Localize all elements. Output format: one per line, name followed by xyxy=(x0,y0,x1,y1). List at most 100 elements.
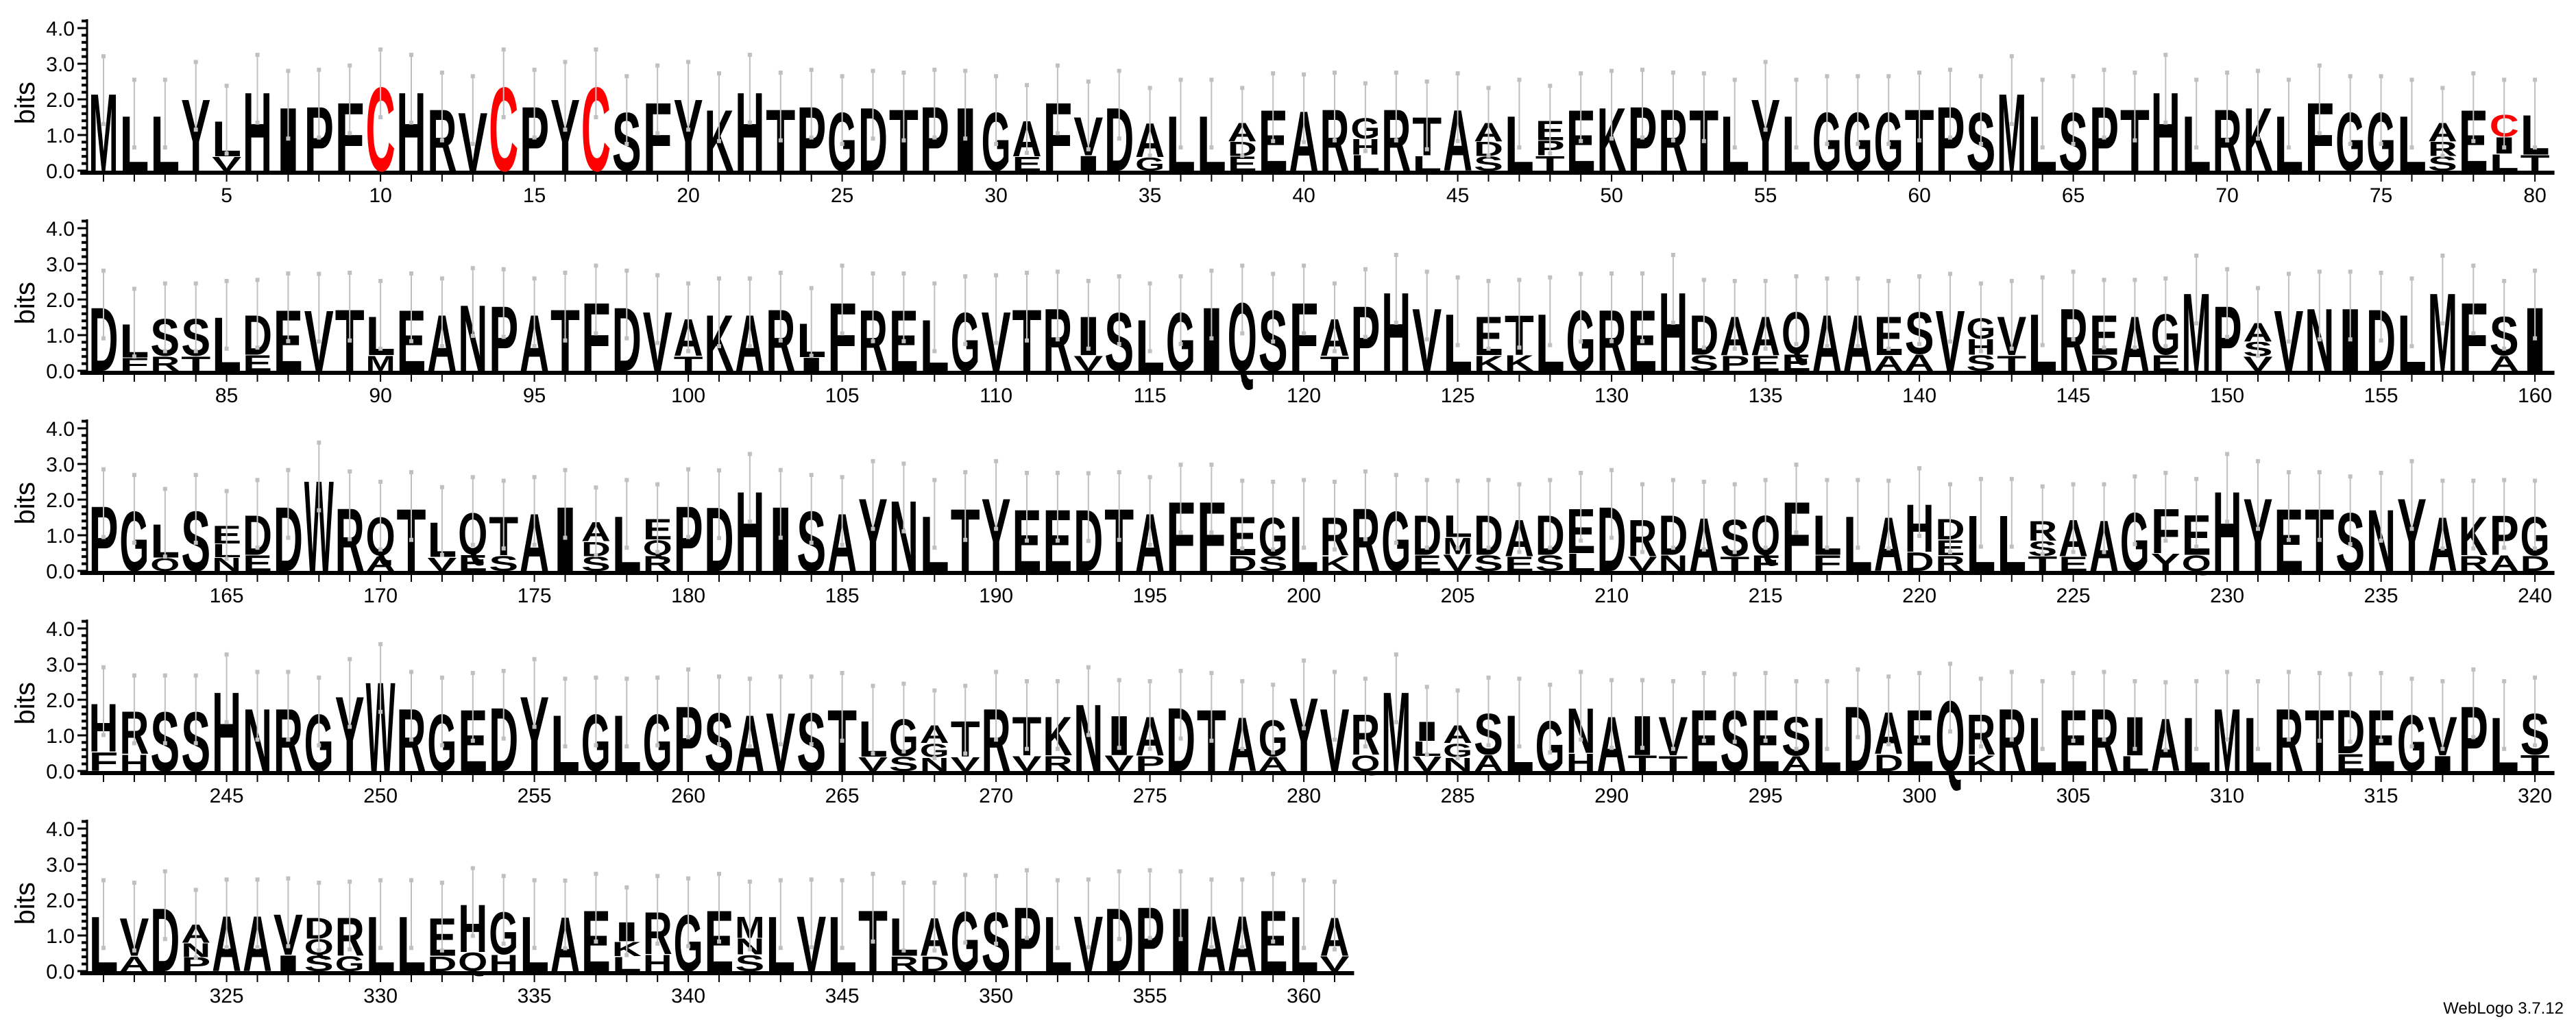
y-tick-label: 4.0 xyxy=(46,818,75,841)
x-tick-label: 360 xyxy=(1287,985,1321,1007)
error-bar-cap xyxy=(994,737,999,742)
error-bar-cap xyxy=(1825,478,1830,482)
error-bar-cap xyxy=(1271,71,1276,76)
error-bar-cap xyxy=(1147,678,1152,683)
y-axis-title: bits xyxy=(10,682,40,724)
error-bar-cap xyxy=(162,673,167,678)
error-bar-cap xyxy=(2440,678,2445,683)
error-bar-cap xyxy=(2533,268,2538,273)
error-bar-cap xyxy=(378,346,383,351)
x-tick-label: 320 xyxy=(2518,785,2552,807)
error-bar-cap xyxy=(994,74,999,79)
error-bar-cap xyxy=(1025,538,1029,543)
x-tick-label: 245 xyxy=(210,785,244,807)
error-bar-cap xyxy=(1978,744,1983,749)
error-bar-cap xyxy=(317,675,321,680)
error-bar-cap xyxy=(655,874,660,879)
error-bar-cap xyxy=(2286,469,2291,474)
error-bar-cap xyxy=(2286,77,2291,82)
error-bar-cap xyxy=(2317,63,2322,68)
error-bar-cap xyxy=(2040,746,2045,751)
error-bar-cap xyxy=(563,535,568,540)
error-bar-cap xyxy=(901,271,906,276)
error-bar-cap xyxy=(594,47,598,52)
error-bar-cap xyxy=(747,947,752,952)
error-bar-cap xyxy=(624,74,629,79)
error-bar-cap xyxy=(2317,469,2322,474)
error-bar-cap xyxy=(1333,138,1337,143)
error-bar-cap xyxy=(655,550,660,554)
error-bar-cap xyxy=(1517,744,1522,749)
error-bar-cap xyxy=(470,74,475,79)
error-bar-cap xyxy=(840,74,845,79)
error-bar-cap xyxy=(1763,671,1768,675)
y-tick-label: 1.0 xyxy=(46,125,75,147)
error-bar-cap xyxy=(1424,752,1429,757)
error-bar-cap xyxy=(1609,678,1614,683)
error-bar-cap xyxy=(2194,544,2199,549)
x-tick-label: 140 xyxy=(1902,384,1936,407)
logo-letter: V xyxy=(1104,751,1134,776)
x-tick-label: 265 xyxy=(825,785,860,807)
error-bar-cap xyxy=(1086,945,1091,950)
error-bar-cap xyxy=(132,77,136,82)
error-bar-cap xyxy=(901,339,906,343)
error-bar-cap xyxy=(1117,678,1121,683)
x-tick-label: 15 xyxy=(523,184,546,207)
error-bar-cap xyxy=(348,338,352,343)
error-bar-cap xyxy=(286,271,291,276)
error-bar-cap xyxy=(1579,71,1583,76)
error-bar-cap xyxy=(1086,346,1091,351)
error-bar-cap xyxy=(1178,77,1183,82)
error-bar-cap xyxy=(1548,546,1553,550)
error-bar-cap xyxy=(1763,478,1768,482)
logo-letter: E xyxy=(1412,551,1442,576)
error-bar-cap xyxy=(2409,145,2414,150)
error-bar-cap xyxy=(317,881,321,885)
error-bar-cap xyxy=(963,940,968,945)
x-tick-label: 160 xyxy=(2518,384,2552,407)
error-bar-cap xyxy=(563,946,568,951)
error-bar-cap xyxy=(1856,344,1860,349)
error-bar-cap xyxy=(2533,675,2538,680)
error-bar-cap xyxy=(1240,86,1245,90)
x-tick-label: 180 xyxy=(671,585,705,607)
error-bar-cap xyxy=(624,478,629,482)
logo-letter: A xyxy=(2490,352,2519,376)
logo-letter: R xyxy=(150,352,180,376)
y-tick-label: 2.0 xyxy=(46,890,75,912)
x-tick-label: 150 xyxy=(2210,384,2244,407)
x-tick-label: 200 xyxy=(1287,585,1321,607)
error-bar-cap xyxy=(840,946,845,951)
x-tick-label: 280 xyxy=(1287,785,1321,807)
error-bar-cap xyxy=(2009,121,2014,126)
x-tick-label: 175 xyxy=(518,585,552,607)
error-bar-cap xyxy=(162,487,167,491)
error-bar-cap xyxy=(2256,286,2260,291)
logo-letter: L xyxy=(2120,752,2150,776)
error-bar-cap xyxy=(2317,269,2322,274)
error-bar-cap xyxy=(994,526,999,531)
error-bar-cap xyxy=(1424,685,1429,689)
error-bar-cap xyxy=(1517,77,1522,82)
error-bar-cap xyxy=(2502,546,2507,550)
error-bar-cap xyxy=(2102,670,2106,674)
x-tick-label: 335 xyxy=(518,985,552,1007)
error-bar-cap xyxy=(1025,83,1029,88)
error-bar-cap xyxy=(378,946,383,951)
error-bar-cap xyxy=(348,469,352,474)
error-bar-cap xyxy=(1732,145,1737,150)
error-bar-cap xyxy=(286,69,291,73)
error-bar-cap xyxy=(1209,945,1214,950)
error-bar-cap xyxy=(778,71,783,75)
x-tick-label: 115 xyxy=(1134,384,1167,407)
error-bar-cap xyxy=(1978,281,1983,286)
error-bar-cap xyxy=(594,939,598,944)
error-bar-cap xyxy=(501,874,506,879)
error-bar-cap xyxy=(378,709,383,714)
error-bar-cap xyxy=(747,344,752,349)
error-bar-cap xyxy=(317,67,321,72)
error-bar-cap xyxy=(901,749,906,754)
error-bar-cap xyxy=(1856,74,1860,79)
error-bar-cap xyxy=(2502,678,2507,683)
